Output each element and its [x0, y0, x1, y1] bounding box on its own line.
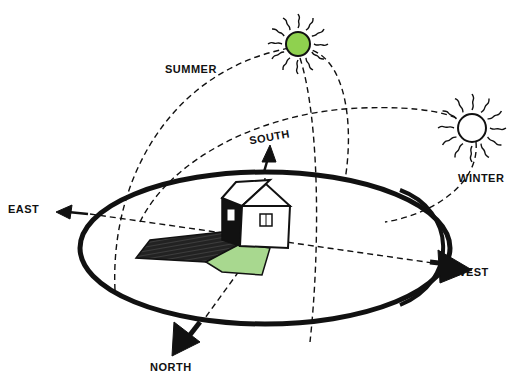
- sun-ray: [455, 99, 463, 113]
- house-window: [260, 214, 272, 226]
- sun-ray: [312, 52, 324, 59]
- sun-ray: [306, 18, 313, 30]
- direction-label: EAST: [8, 203, 39, 215]
- east-arrowhead: [56, 205, 72, 219]
- compass-arrows: [56, 145, 472, 356]
- season-label: WINTER: [458, 172, 504, 184]
- sun-ray: [488, 111, 502, 119]
- horizon-ellipse: [80, 172, 450, 324]
- sun-ray: [470, 146, 472, 162]
- sun-ray: [297, 60, 298, 74]
- winter-sun: [438, 94, 506, 162]
- summer-sun: [268, 14, 328, 74]
- sun-ray: [455, 144, 463, 158]
- sun-ray: [314, 44, 328, 45]
- sun-paths: [90, 47, 476, 342]
- direction-label: SOUTH: [248, 128, 290, 147]
- sun-ray: [481, 99, 489, 113]
- sun-ray: [283, 18, 290, 30]
- house-gable: [242, 184, 290, 206]
- sun-ray: [298, 14, 299, 28]
- direction-label: NORTH: [150, 361, 192, 373]
- house-front-wall: [240, 206, 290, 248]
- side-window: [228, 210, 234, 220]
- direction-label: WEST: [455, 266, 489, 278]
- sun-ray: [272, 52, 284, 59]
- sun-ray: [472, 94, 474, 110]
- summer-arc: [115, 47, 349, 290]
- sun-ray: [443, 137, 457, 145]
- sun-ray: [268, 43, 282, 44]
- sun-ray: [488, 137, 502, 145]
- sun-ray: [490, 128, 506, 130]
- sun-ray: [272, 29, 284, 36]
- sun-ray: [481, 144, 489, 158]
- sun-ray: [443, 111, 457, 119]
- house: [136, 180, 290, 275]
- lit-ground: [206, 244, 270, 275]
- season-label: SUMMER: [165, 63, 217, 75]
- sun-ray: [438, 126, 454, 128]
- sun-ray: [283, 58, 290, 70]
- sun-ray: [306, 58, 313, 70]
- north-arrowhead: [172, 322, 200, 356]
- summer-descent: [300, 58, 317, 342]
- south-arrowhead: [262, 145, 276, 162]
- sun-ray: [312, 29, 324, 36]
- horizon-edge: [400, 190, 443, 305]
